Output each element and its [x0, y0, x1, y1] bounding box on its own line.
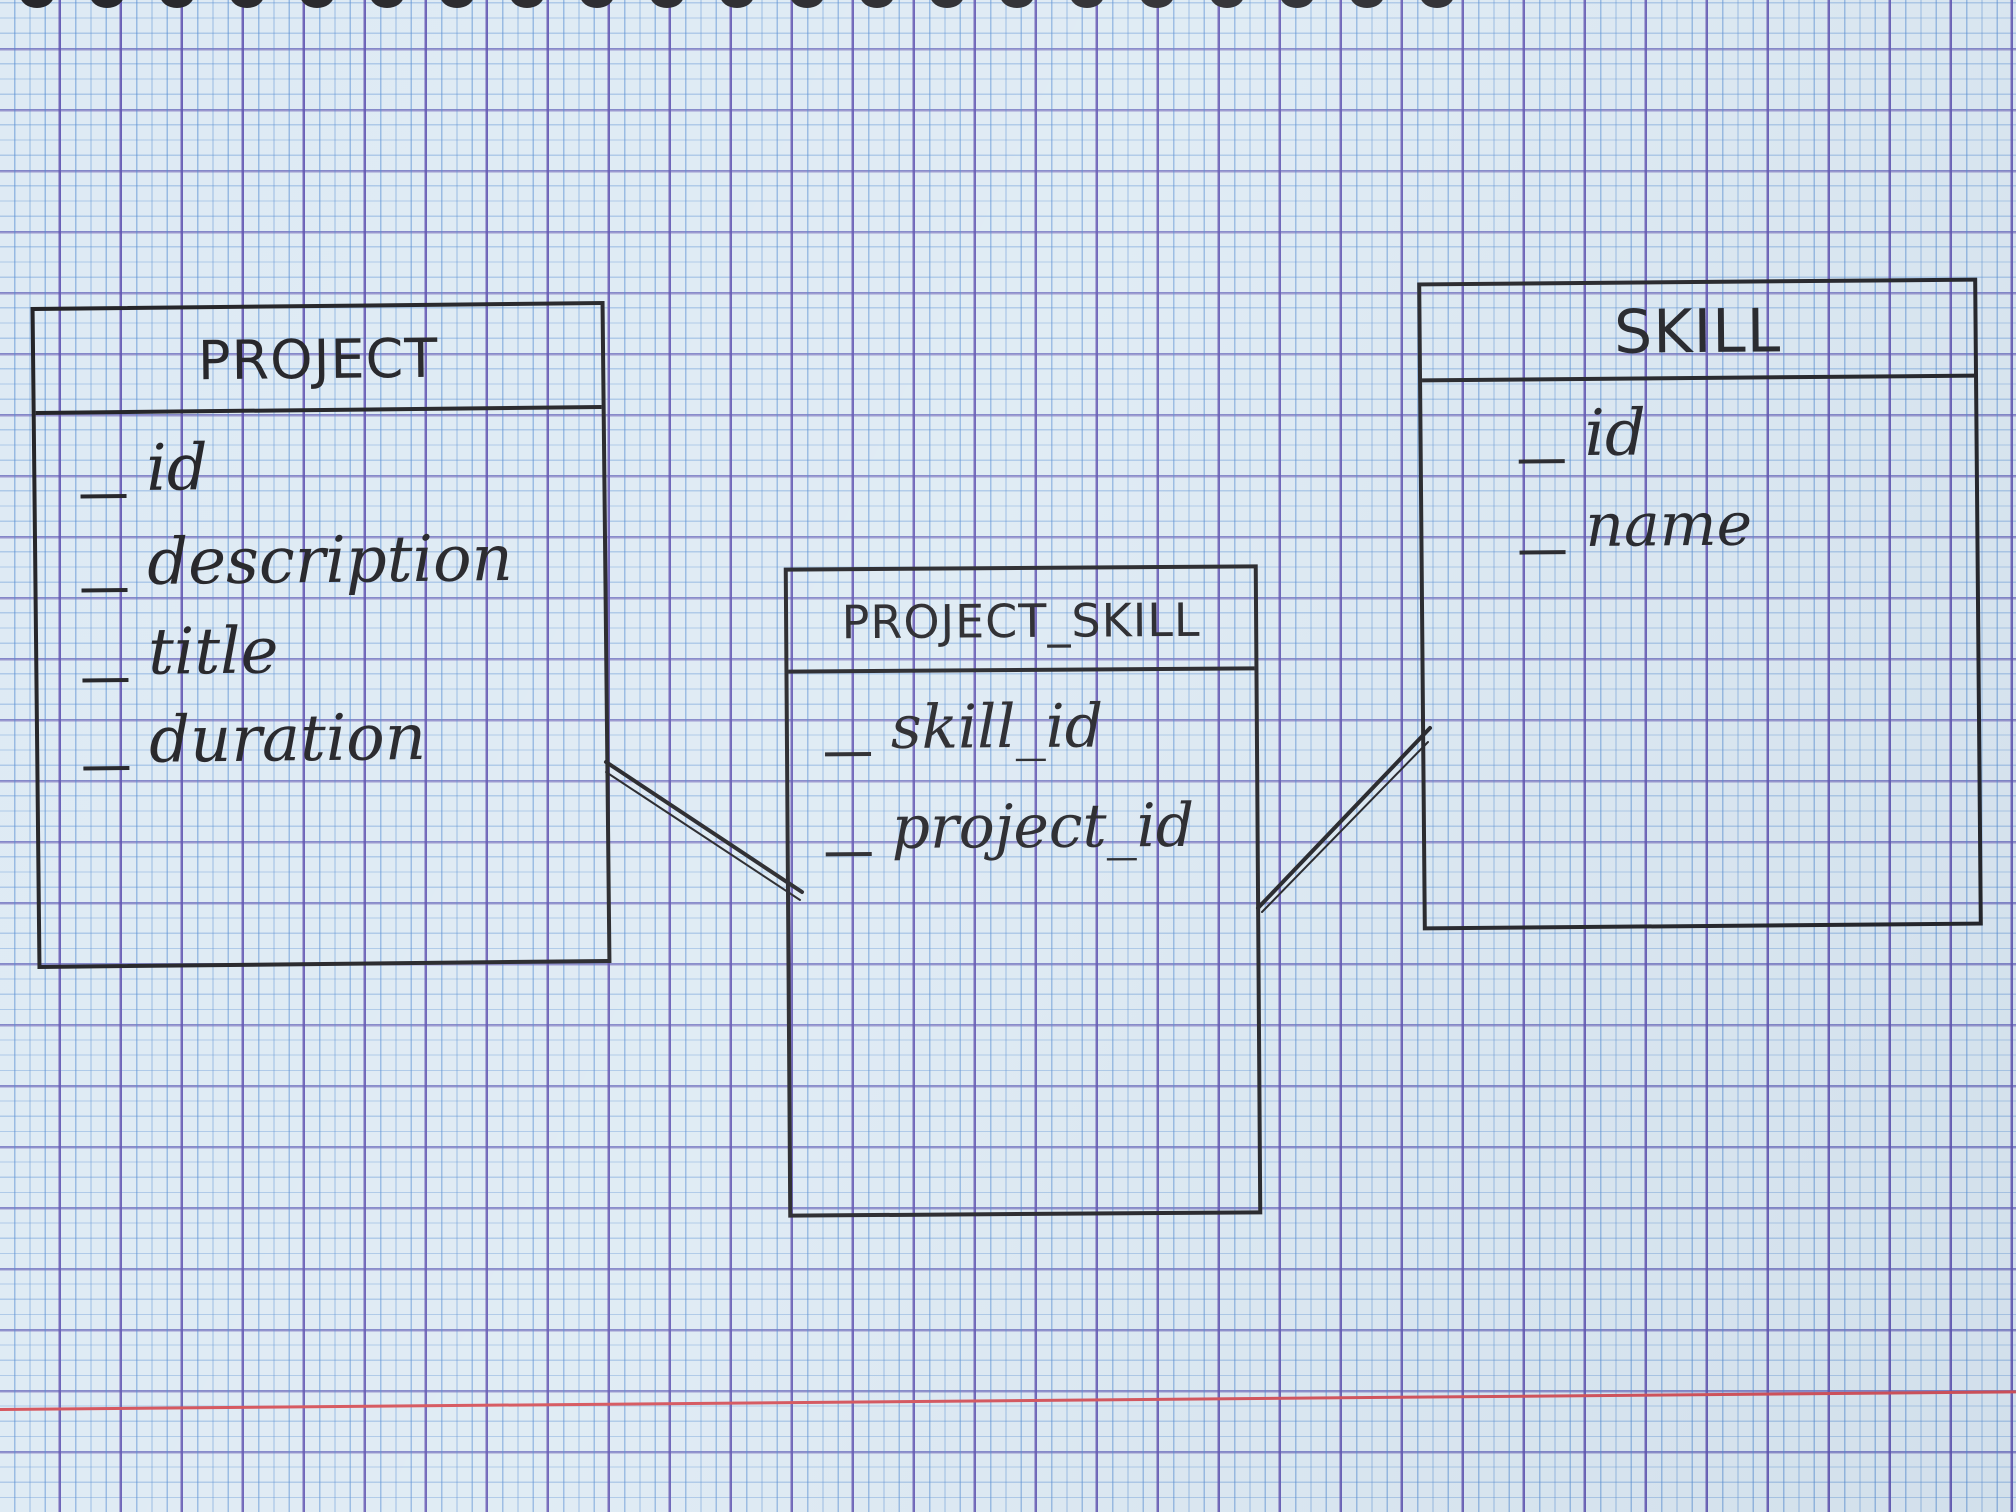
entity-project-skill-field-skill-id: skill_id	[825, 691, 1103, 763]
entity-project-field-id: id	[80, 431, 208, 506]
entity-project-field-title: title	[82, 614, 279, 690]
entity-project-field-description: description	[81, 522, 513, 601]
entity-project-title: PROJECT	[34, 305, 602, 415]
entity-skill-title: SKILL	[1421, 281, 1975, 383]
entity-project: PROJECT id description title duration	[30, 301, 612, 969]
entity-project-field-duration: duration	[83, 701, 426, 779]
relationship-skill-to-project-skill	[1256, 726, 1432, 910]
entity-skill: SKILL id name	[1417, 277, 1983, 931]
entity-skill-field-name: name	[1519, 490, 1752, 562]
notebook-spiral-binding	[0, 0, 2016, 12]
entity-project-skill-field-project-id: project_id	[825, 791, 1194, 864]
entity-project-skill-title: PROJECT_SKILL	[787, 568, 1255, 674]
entity-skill-field-id: id	[1518, 396, 1646, 471]
entity-project-skill: PROJECT_SKILL skill_id project_id	[783, 564, 1263, 1218]
relationship-project-to-project-skill	[604, 760, 804, 894]
